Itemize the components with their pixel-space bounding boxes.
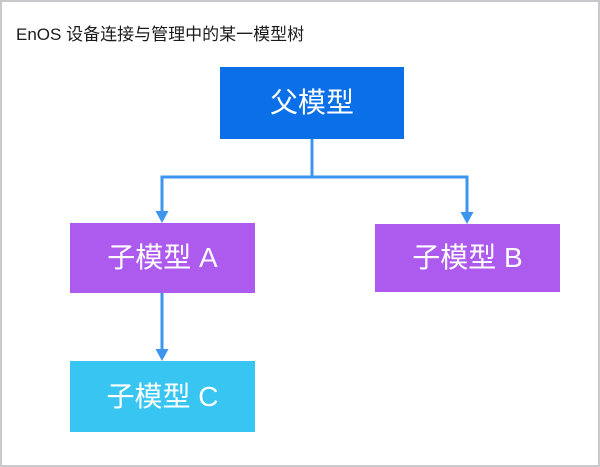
arrowhead-child-b — [460, 212, 474, 224]
node-child-model-b: 子模型 B — [375, 224, 560, 292]
node-child-model-c-label: 子模型 C — [106, 380, 219, 412]
node-child-model-b-label: 子模型 B — [412, 242, 523, 273]
arrowhead-child-a — [155, 211, 169, 223]
diagram-title: EnOS 设备连接与管理中的某一模型树 — [16, 25, 305, 44]
node-child-model-c: 子模型 C — [70, 361, 255, 432]
arrowhead-child-c — [155, 349, 169, 361]
node-parent-model-label: 父模型 — [269, 87, 354, 118]
node-child-model-a: 子模型 A — [70, 223, 255, 293]
node-child-model-a-label: 子模型 A — [107, 242, 218, 273]
node-parent-model: 父模型 — [220, 67, 404, 139]
